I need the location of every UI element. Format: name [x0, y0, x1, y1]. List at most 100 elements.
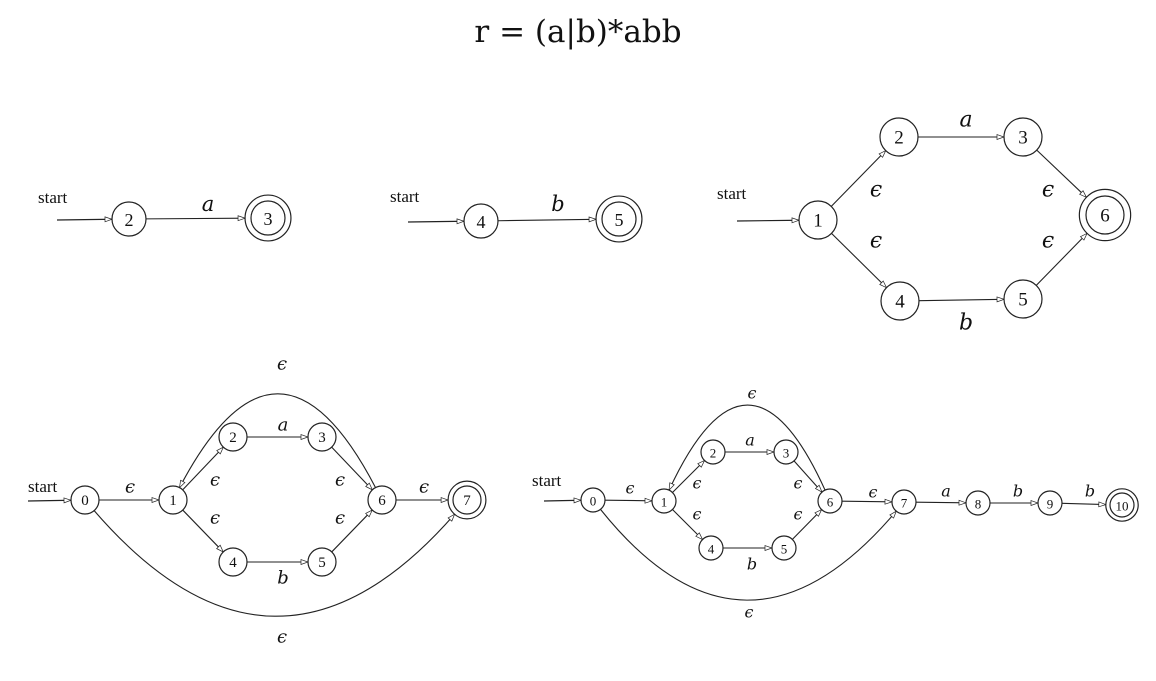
- state: 0: [580, 487, 606, 513]
- state: 5: [771, 535, 797, 561]
- transition-label: b: [277, 568, 289, 589]
- state: 5: [1003, 279, 1043, 319]
- state-label: 3: [318, 430, 326, 446]
- state: 0: [70, 485, 100, 515]
- state: 1: [651, 488, 677, 514]
- start-arrow: [543, 500, 581, 501]
- state-label: 4: [895, 292, 905, 313]
- transition-arc: [93, 510, 454, 617]
- state: 4: [463, 203, 499, 239]
- transition-arc: [600, 509, 896, 601]
- transition-arrow: [145, 218, 245, 219]
- state: 9: [1037, 490, 1063, 516]
- transition-label: b: [1085, 482, 1095, 501]
- transition-arrow: [182, 509, 224, 552]
- accepting-state: 3: [244, 194, 292, 242]
- state-label: 4: [708, 542, 715, 557]
- transition-arrow: [182, 447, 224, 491]
- state: 2: [879, 117, 919, 157]
- transition-label: a: [202, 192, 215, 216]
- accepting-state: 6: [1078, 188, 1132, 242]
- transition-label: ϵ: [335, 508, 345, 529]
- state-label: 8: [975, 497, 982, 512]
- start-arrow: [27, 500, 71, 501]
- start-arrow: [407, 221, 464, 222]
- transition-label: ϵ: [869, 483, 878, 502]
- transition-label: a: [941, 482, 951, 501]
- state-label: 5: [1018, 290, 1028, 311]
- start-label: start: [390, 187, 420, 206]
- transition-arrow: [793, 460, 822, 492]
- transition-label: ϵ: [870, 178, 882, 203]
- state-label: 1: [813, 211, 823, 232]
- transition-label: b: [551, 192, 564, 216]
- transition-arrow: [841, 501, 892, 502]
- transition-label: ϵ: [693, 505, 702, 524]
- state-label: 4: [477, 212, 486, 232]
- state-label: 7: [901, 496, 908, 511]
- transition-arrow: [331, 510, 373, 553]
- transition-arrow: [672, 460, 704, 493]
- transition-arc: [668, 404, 826, 490]
- state-label: 2: [125, 210, 134, 230]
- state: 4: [698, 535, 724, 561]
- state: 5: [307, 547, 337, 577]
- transition-label: b: [747, 555, 757, 574]
- transition-arrow: [331, 446, 373, 490]
- accepting-state: 10: [1105, 488, 1139, 522]
- state-label: 2: [710, 446, 717, 461]
- state-label: 5: [615, 210, 624, 230]
- state: 4: [880, 281, 920, 321]
- transition-arrow: [918, 299, 1004, 300]
- state: 2: [700, 439, 726, 465]
- state-label: 4: [229, 555, 237, 571]
- transition-label: ϵ: [693, 474, 702, 493]
- transition-label: ϵ: [210, 470, 220, 491]
- transition-label: ϵ: [626, 479, 635, 498]
- transition-label: ϵ: [125, 477, 135, 498]
- transition-arrow: [1035, 233, 1087, 286]
- state: 8: [965, 490, 991, 516]
- transition-label: ϵ: [1042, 229, 1054, 254]
- transition-arrow: [604, 500, 652, 501]
- transition-label: ϵ: [335, 470, 345, 491]
- start-arrow: [736, 220, 799, 221]
- state: 3: [307, 422, 337, 452]
- state-label: 6: [827, 495, 834, 510]
- transition-label: ϵ: [794, 474, 803, 493]
- regex-title: r = (a|b)*abb: [474, 14, 682, 50]
- transition-label: ϵ: [748, 384, 757, 403]
- diagram-nfa-b: start b 4 5: [390, 187, 643, 243]
- state-label: 9: [1047, 497, 1054, 512]
- state: 3: [1003, 117, 1043, 157]
- transition-arrow: [1061, 503, 1106, 504]
- state-label: 1: [169, 493, 177, 509]
- state-label: 10: [1116, 499, 1129, 514]
- transition-label: b: [1013, 482, 1023, 501]
- transition-label: a: [278, 415, 289, 436]
- state-label: 3: [264, 209, 273, 229]
- transition-arrow: [1036, 149, 1087, 197]
- transition-label: ϵ: [277, 627, 287, 648]
- transition-label: a: [745, 431, 755, 450]
- transition-label: ϵ: [794, 505, 803, 524]
- state-label: 3: [1018, 128, 1028, 149]
- start-label: start: [532, 471, 562, 490]
- state-label: 0: [81, 493, 89, 509]
- transition-label: b: [959, 311, 973, 336]
- transition-arrow: [672, 509, 702, 539]
- state-label: 5: [318, 555, 326, 571]
- start-arrow: [56, 219, 112, 220]
- state-label: 1: [661, 495, 668, 510]
- transition-label: ϵ: [210, 508, 220, 529]
- transition-label: ϵ: [277, 354, 287, 375]
- state: 3: [773, 439, 799, 465]
- start-label: start: [717, 184, 747, 203]
- state: 6: [367, 485, 397, 515]
- transition-arrow: [497, 219, 596, 220]
- state: 6: [817, 488, 843, 514]
